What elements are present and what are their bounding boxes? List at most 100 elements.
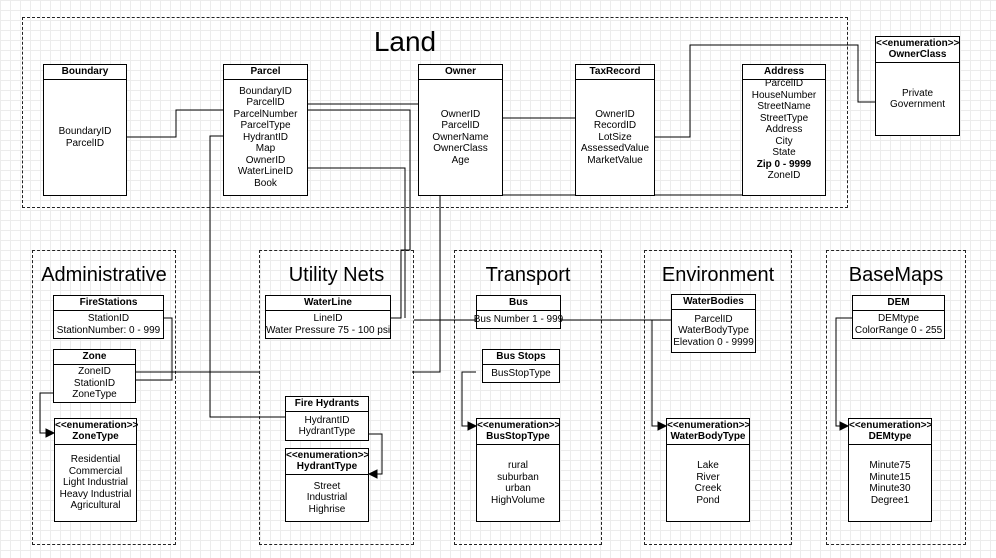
attr: BoundaryID — [58, 126, 112, 137]
attr: Water Pressure 75 - 100 psi — [265, 324, 391, 336]
enum-value: Minute30 — [869, 483, 911, 494]
attr: StationNumber: 0 - 999 — [56, 324, 161, 336]
class-parcel[interactable]: Parcel BoundaryID ParcelID ParcelNumber … — [223, 64, 308, 196]
enum-value: Street — [313, 480, 341, 492]
attr: ParcelID — [246, 97, 285, 109]
class-taxrecord-name: TaxRecord — [576, 65, 654, 80]
administrative-package: Administrative — [32, 250, 176, 545]
attr: Book — [254, 177, 277, 189]
class-zone-attrs: ZoneID StationID ZoneType — [54, 365, 135, 402]
enum-value: Creek — [694, 483, 722, 494]
stereotype-label: <<enumeration>> — [667, 420, 751, 431]
class-zone-name: Zone — [54, 350, 135, 365]
class-parcel-attrs: BoundaryID ParcelID ParcelNumber ParcelT… — [224, 80, 307, 195]
enum-value: Residential — [70, 454, 121, 466]
enum-value: Agricultural — [70, 500, 121, 512]
enum-name: WaterBodyType — [670, 431, 746, 442]
attr: City — [775, 135, 793, 147]
class-busstops-attrs: BusStopType — [483, 365, 559, 382]
class-firestations-attrs: StationID StationNumber: 0 - 999 — [54, 311, 163, 338]
enum-ownerclass[interactable]: <<enumeration>> OwnerClass Private Gover… — [875, 36, 960, 136]
enum-ownerclass-name: <<enumeration>> OwnerClass — [876, 37, 959, 63]
enum-demtype-values: Minute75 Minute15 Minute30 Degree1 — [849, 445, 931, 521]
class-bus[interactable]: Bus Bus Number 1 - 999 — [474, 295, 564, 329]
attr: HydrantType — [298, 426, 356, 437]
enum-busstoptype[interactable]: <<enumeration>> BusStopType rural suburb… — [476, 418, 560, 522]
attr: OwnerID — [245, 154, 286, 166]
administrative-package-title: Administrative — [41, 264, 167, 286]
attr: StreetType — [759, 112, 809, 124]
enum-value: Minute75 — [869, 460, 911, 471]
enum-name: DEMtype — [868, 431, 912, 442]
stereotype-label: <<enumeration>> — [849, 420, 933, 431]
attr: OwnerID — [440, 108, 481, 120]
enum-name: HydrantType — [296, 461, 358, 472]
class-waterbodies[interactable]: WaterBodies ParcelID WaterBodyType Eleva… — [671, 294, 756, 353]
enum-zonetype[interactable]: <<enumeration>> ZoneType Residential Com… — [54, 418, 139, 522]
class-waterline-attrs: LineID Water Pressure 75 - 100 psi — [266, 311, 390, 338]
class-waterbodies-attrs: ParcelID WaterBodyType Elevation 0 - 999… — [672, 310, 755, 352]
class-waterline[interactable]: WaterLine LineID Water Pressure 75 - 100… — [265, 295, 391, 339]
stereotype-label: <<enumeration>> — [55, 420, 139, 431]
enum-busstoptype-name: <<enumeration>> BusStopType — [477, 419, 561, 445]
attr: RecordID — [593, 120, 637, 132]
attr: OwnerID — [595, 108, 635, 120]
attr: BusStopType — [491, 367, 551, 379]
attr: ParcelType — [240, 120, 291, 132]
class-firestations-name: FireStations — [54, 296, 163, 311]
attr: HydrantID — [242, 131, 288, 143]
attr: HouseNumber — [751, 89, 817, 101]
enum-demtype-name: <<enumeration>> DEMtype — [849, 419, 933, 445]
enum-value: Heavy Industrial — [59, 488, 132, 500]
attr: ZoneID — [78, 366, 111, 378]
attr: StreetName — [757, 101, 811, 112]
enum-demtype[interactable]: <<enumeration>> DEMtype Minute75 Minute1… — [848, 418, 932, 522]
class-taxrecord[interactable]: TaxRecord OwnerID RecordID LotSize Asses… — [575, 64, 655, 196]
attr: ZoneType — [72, 389, 117, 401]
stereotype-label: <<enumeration>> — [876, 38, 960, 49]
attr: HydrantID — [304, 414, 350, 426]
attr: Map — [255, 143, 276, 155]
class-dem[interactable]: DEM DEMtype ColorRange 0 - 255 — [852, 295, 945, 339]
enum-waterbodytype[interactable]: <<enumeration>> WaterBodyType Lake River… — [666, 418, 750, 522]
class-firehydrants-name: Fire Hydrants — [286, 397, 368, 412]
enum-value: Commercial — [68, 465, 123, 477]
enum-value: Lake — [697, 460, 719, 471]
class-dem-attrs: DEMtype ColorRange 0 - 255 — [853, 311, 944, 338]
attr: ParcelID — [764, 78, 804, 89]
class-boundary[interactable]: Boundary BoundaryID ParcelID — [43, 64, 127, 196]
enum-waterbodytype-name: <<enumeration>> WaterBodyType — [667, 419, 751, 445]
stereotype-label: <<enumeration>> — [477, 420, 561, 431]
land-package-title: Land — [373, 26, 437, 57]
enum-value: urban — [505, 483, 531, 494]
enum-busstoptype-values: rural suburban urban HighVolume — [477, 445, 559, 521]
class-bus-attrs: Bus Number 1 - 999 — [474, 311, 564, 328]
class-zone[interactable]: Zone ZoneID StationID ZoneType — [53, 349, 136, 403]
attr: LineID — [313, 313, 343, 324]
class-boundary-attrs: BoundaryID ParcelID — [44, 80, 126, 195]
utility-nets-package-title: Utility Nets — [288, 264, 385, 286]
enum-zonetype-name: <<enumeration>> ZoneType — [55, 419, 139, 445]
attr: ColorRange 0 - 255 — [854, 324, 943, 336]
attr: ParcelID — [694, 313, 733, 325]
class-owner-attrs: OwnerID ParcelID OwnerName OwnerClass Ag… — [419, 80, 502, 195]
enum-name: ZoneType — [72, 431, 119, 442]
attr: Age — [451, 154, 470, 166]
enum-value: Private — [901, 87, 934, 99]
attr: WaterLineID — [237, 166, 294, 178]
class-address[interactable]: Address ParcelID HouseNumber StreetName … — [742, 64, 826, 196]
enum-ownerclass-values: Private Government — [876, 63, 959, 135]
enum-value: Minute15 — [869, 471, 911, 483]
class-firestations[interactable]: FireStations StationID StationNumber: 0 … — [53, 295, 164, 339]
class-busstops[interactable]: Bus Stops BusStopType — [482, 349, 560, 383]
attr: Address — [765, 124, 803, 135]
class-waterline-name: WaterLine — [266, 296, 390, 311]
attr: LotSize — [598, 131, 632, 143]
attr: MarketValue — [587, 154, 643, 166]
enum-hydranttype[interactable]: <<enumeration>> HydrantType Street Indus… — [285, 448, 369, 522]
class-firehydrants[interactable]: Fire Hydrants HydrantID HydrantType — [285, 396, 369, 441]
class-owner[interactable]: Owner OwnerID ParcelID OwnerName OwnerCl… — [418, 64, 503, 196]
enum-value: Degree1 — [870, 494, 910, 506]
attr: OwnerClass — [433, 143, 488, 155]
attr: ParcelNumber — [233, 108, 298, 120]
